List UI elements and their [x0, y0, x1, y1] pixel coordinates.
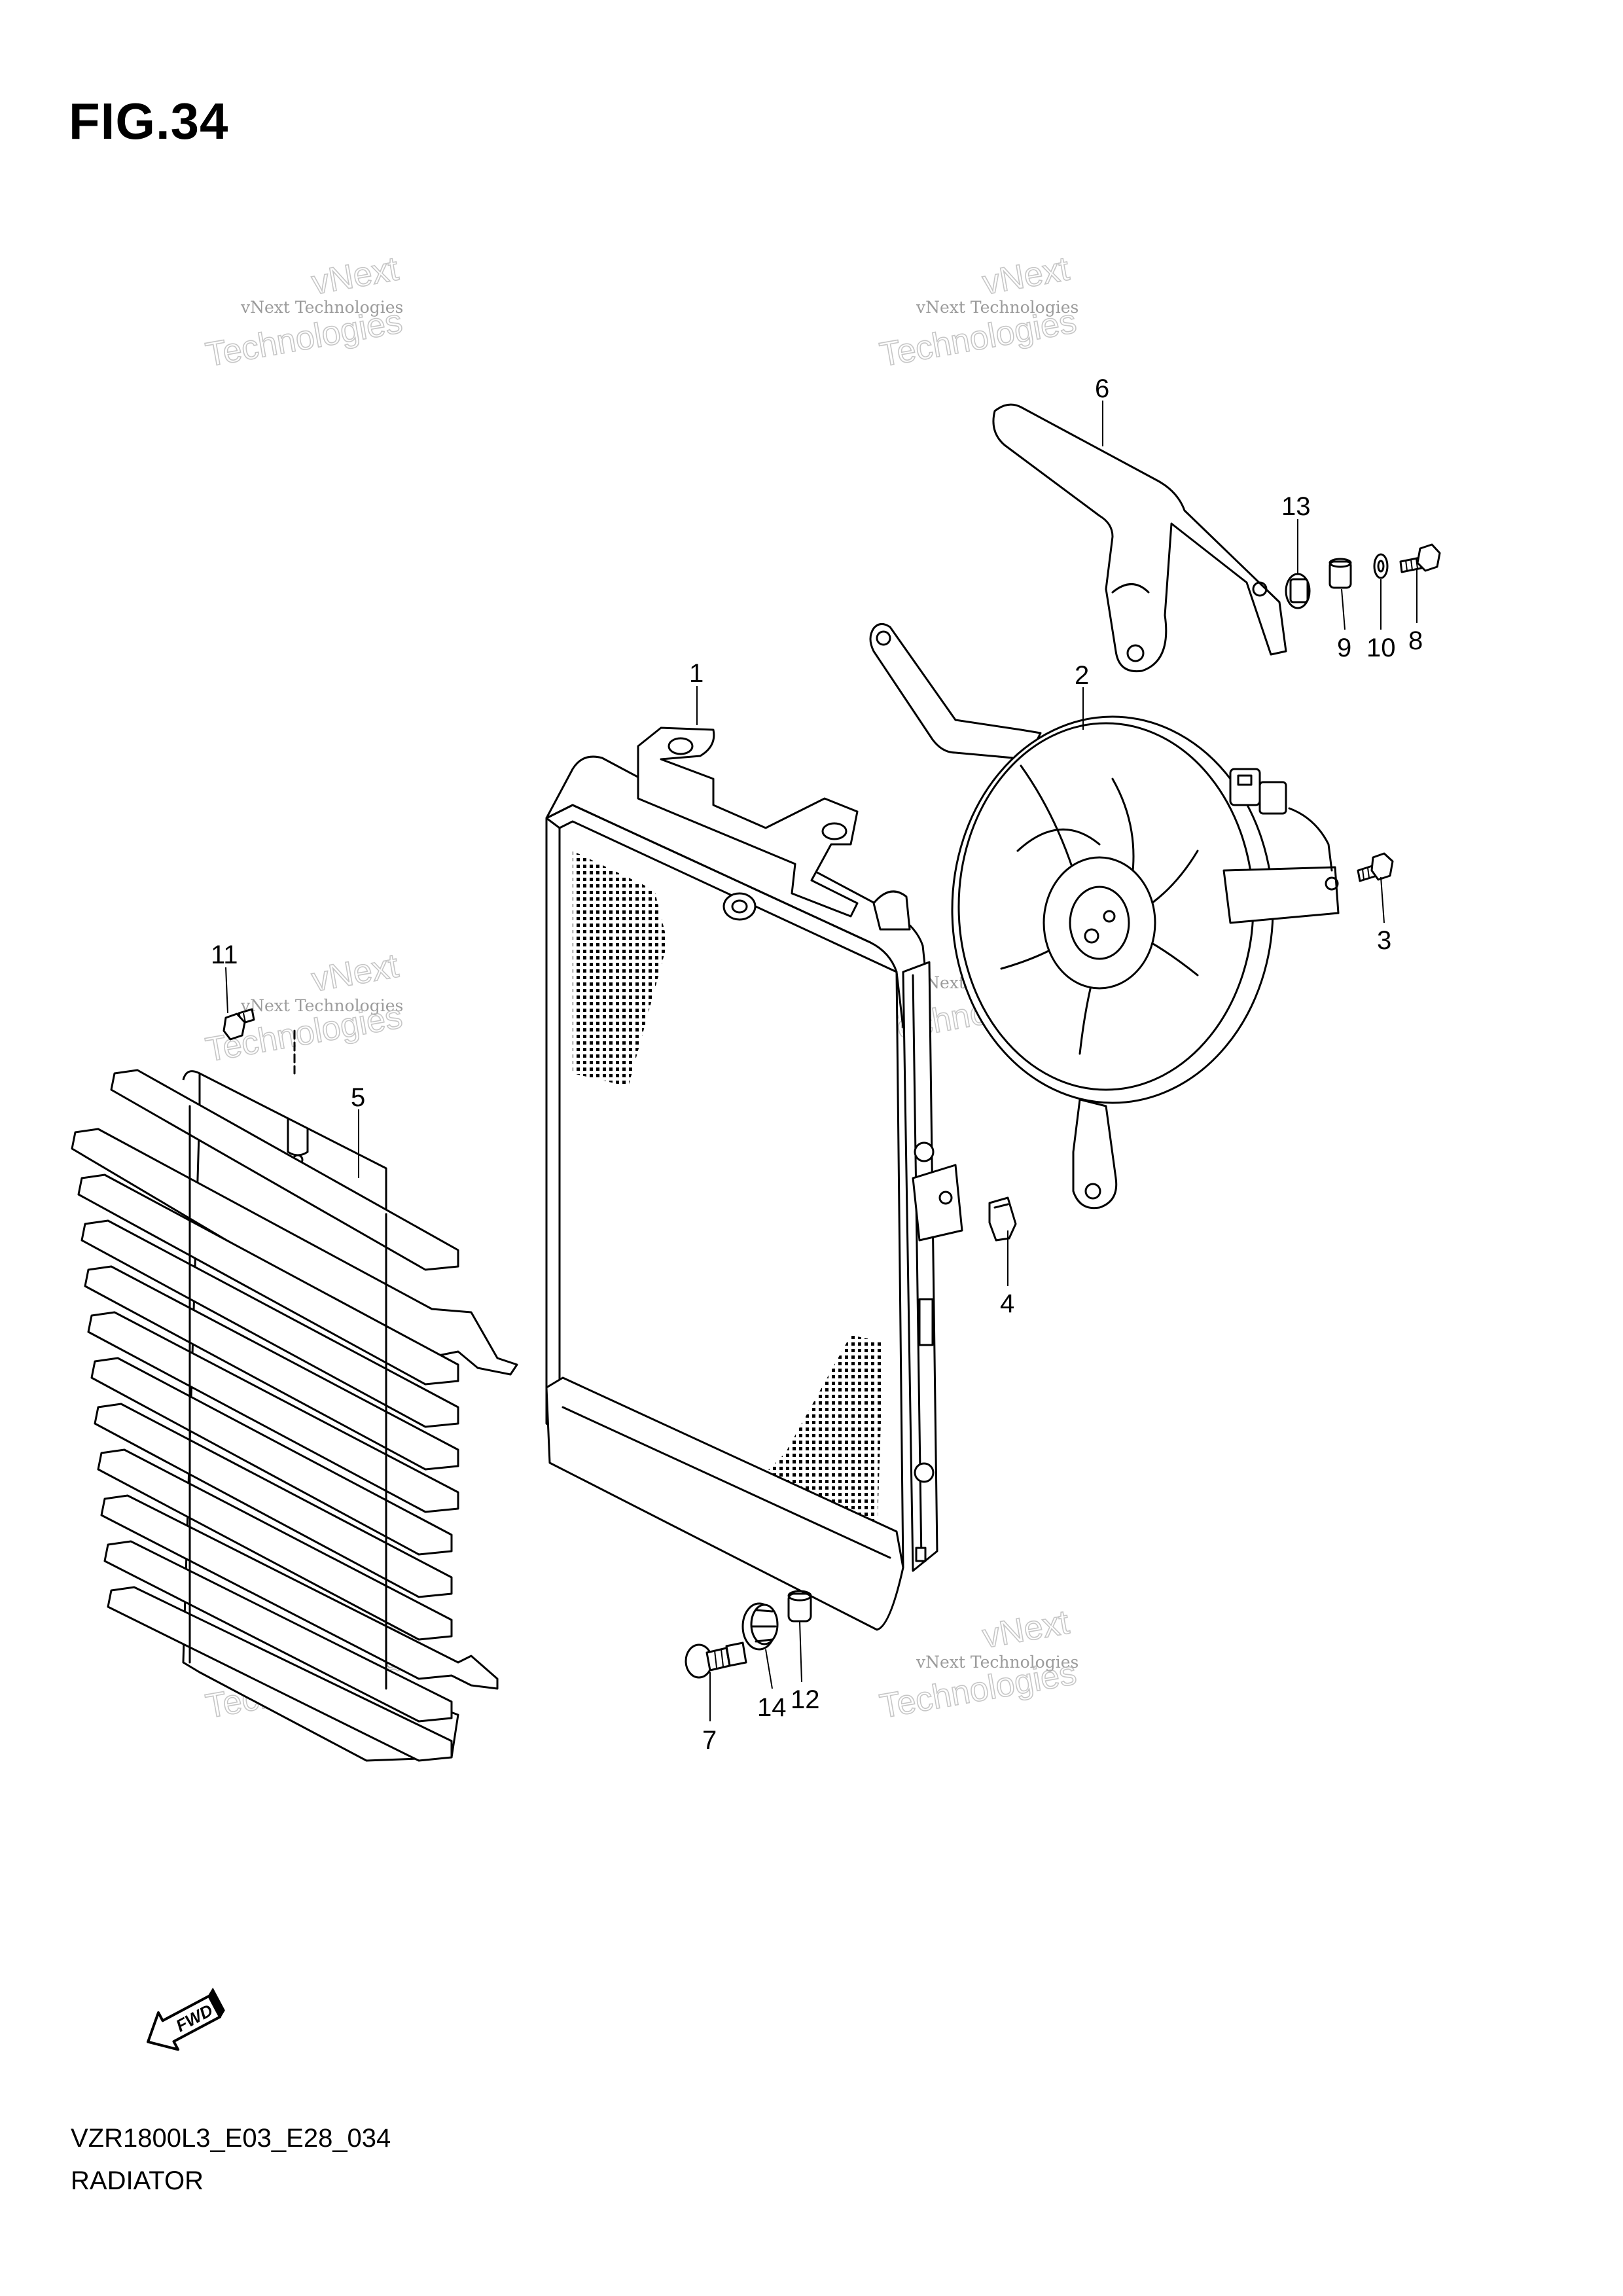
part-2-cooling-fan [869, 623, 1340, 1210]
callout-14: 14 [757, 1693, 787, 1722]
svg-text:vNext: vNext [980, 250, 1073, 302]
part-13-grommet [1285, 573, 1311, 609]
callout-12: 12 [791, 1685, 820, 1714]
callout-5: 5 [351, 1083, 365, 1112]
callout-1: 1 [689, 659, 704, 688]
watermark-low-center: vNext Technologies vNext Technologies [876, 1603, 1080, 1727]
part-3-screw [1357, 852, 1394, 882]
diagram-code: VZR1800L3_E03_E28_034 [71, 2124, 391, 2153]
svg-text:vNext: vNext [309, 947, 402, 999]
part-14-mount-rubber [741, 1602, 779, 1651]
part-4-clip [988, 1196, 1017, 1242]
callout-10: 10 [1366, 634, 1396, 662]
callout-4: 4 [1000, 1289, 1014, 1318]
part-6-bracket [992, 403, 1287, 673]
svg-text:vNext Technologies: vNext Technologies [916, 298, 1079, 317]
part-12-collar [787, 1590, 812, 1623]
callout-2: 2 [1075, 661, 1089, 690]
callout-9: 9 [1337, 634, 1351, 662]
part-1-radiator [545, 726, 963, 1631]
diagram-name: RADIATOR [71, 2166, 204, 2195]
watermark-top-left: vNext Technologies vNext Technologies [202, 249, 406, 375]
svg-text:vNext: vNext [980, 1604, 1073, 1656]
svg-text:vNext Technologies: vNext Technologies [916, 1653, 1079, 1672]
callout-13: 13 [1281, 492, 1311, 521]
watermark-top-mid: vNext Technologies vNext Technologies [876, 249, 1080, 375]
figure-title: FIG.34 [69, 92, 229, 150]
callout-7: 7 [702, 1726, 717, 1755]
part-7-bolt [685, 1641, 747, 1679]
part-9-collar [1329, 558, 1352, 589]
fwd-arrow-icon: FWD [147, 1987, 225, 2051]
callout-8: 8 [1408, 626, 1423, 655]
part-10-washer [1373, 553, 1389, 579]
callout-6: 6 [1095, 374, 1109, 403]
grille-louvers [71, 1069, 518, 1762]
svg-text:vNext Technologies: vNext Technologies [240, 996, 403, 1015]
part-11-screw [223, 1008, 255, 1041]
svg-text:vNext: vNext [309, 250, 402, 302]
callout-11: 11 [211, 941, 238, 969]
svg-text:vNext Technologies: vNext Technologies [240, 298, 403, 317]
part-8-bolt [1399, 543, 1441, 573]
leader-lines [225, 401, 1418, 1721]
callout-labels: 1 2 3 4 5 6 7 8 9 10 11 12 13 14 [211, 374, 1423, 1755]
callout-3: 3 [1377, 926, 1391, 955]
part-5-grille [71, 1069, 518, 1762]
